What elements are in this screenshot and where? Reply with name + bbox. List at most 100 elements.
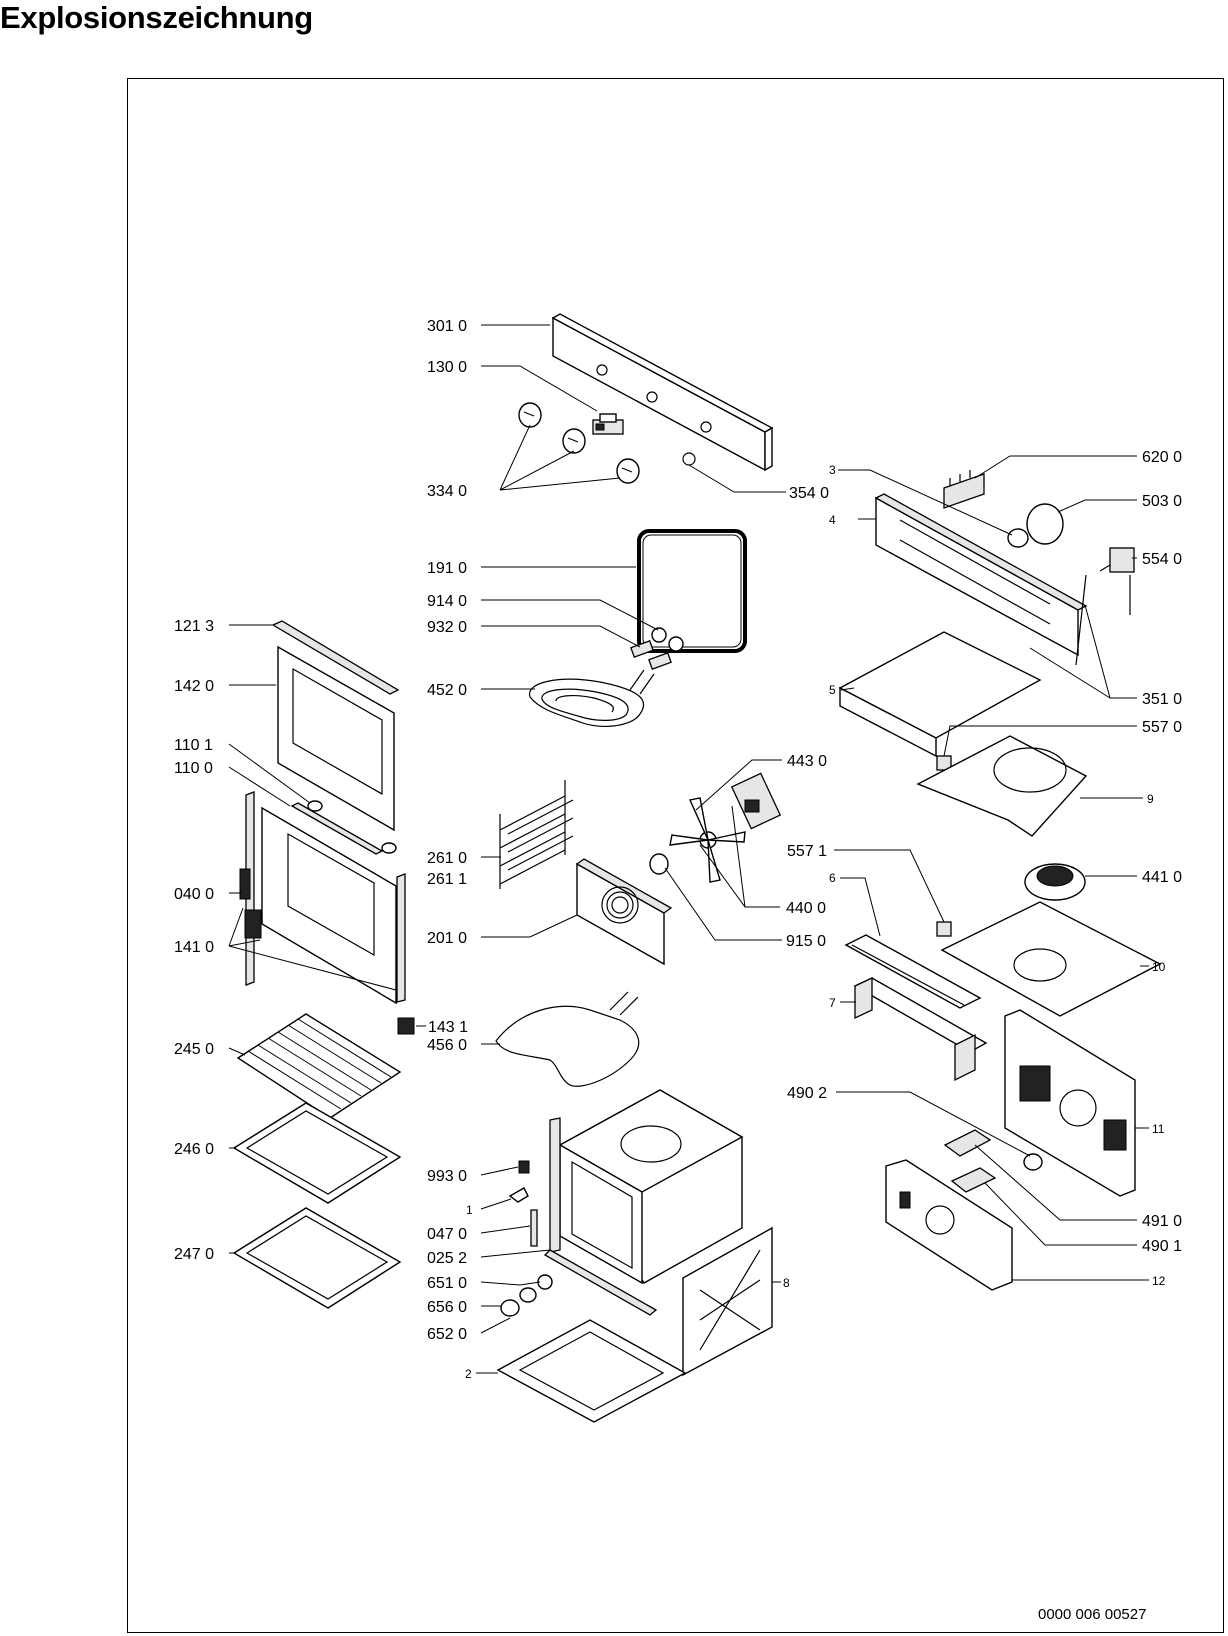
page-title: Explosionszeichnung <box>0 0 313 35</box>
switch-small <box>936 921 952 937</box>
label-201-0: 201 0 <box>427 930 467 947</box>
side-panel <box>682 1226 773 1377</box>
control-knobs <box>518 402 640 484</box>
door-hinge <box>397 1017 415 1035</box>
label-121-3: 121 3 <box>174 618 214 635</box>
label-557-0: 557 0 <box>1142 719 1182 736</box>
door-seal <box>637 529 747 653</box>
label-503-0: 503 0 <box>1142 493 1182 510</box>
label-441-0: 441 0 <box>1142 869 1182 886</box>
document-code: 0000 006 00527 <box>1038 1606 1147 1623</box>
label-490-2: 490 2 <box>787 1085 827 1102</box>
fan-motor <box>730 772 782 830</box>
label-334-0: 334 0 <box>427 483 467 500</box>
label-247-0: 247 0 <box>174 1246 214 1263</box>
label-142-0: 142 0 <box>174 678 214 695</box>
fan-nut <box>649 853 669 875</box>
bottom-plate <box>496 1319 687 1423</box>
fan-housing <box>916 735 1088 837</box>
label-651-0: 651 0 <box>427 1275 467 1292</box>
label-6: 6 <box>829 871 836 885</box>
mains-terminal <box>943 1129 997 1193</box>
label-040-0: 040 0 <box>174 886 214 903</box>
label-110-1: 110 1 <box>174 737 213 754</box>
bottom-heating-element <box>495 991 640 1087</box>
baking-tray <box>232 1102 402 1204</box>
label-12: 12 <box>1152 1274 1166 1288</box>
control-bracket <box>874 493 1088 657</box>
oven-cavity <box>543 1089 744 1316</box>
leader-lines <box>228 324 1149 1374</box>
label-993-0: 993 0 <box>427 1168 467 1185</box>
wire-shelf <box>236 1013 402 1119</box>
label-10: 10 <box>1152 960 1166 974</box>
label-7: 7 <box>829 996 836 1010</box>
label-490-1: 490 1 <box>1142 1238 1182 1255</box>
door-inner-glass <box>261 806 397 1005</box>
service-panel <box>885 1159 1013 1291</box>
top-cover <box>940 901 1162 1017</box>
selector-switch <box>592 413 624 435</box>
label-656-0: 656 0 <box>427 1299 467 1316</box>
label-047-0: 047 0 <box>427 1226 467 1243</box>
label-652-0: 652 0 <box>427 1326 467 1343</box>
rear-panel <box>1004 1009 1136 1197</box>
label-025-2: 025 2 <box>427 1250 467 1267</box>
door-outer-glass <box>277 645 395 832</box>
label-9: 9 <box>1147 792 1154 806</box>
label-351-0: 351 0 <box>1142 691 1182 708</box>
label-456-0: 456 0 <box>427 1037 467 1054</box>
rear-fan-cover <box>575 858 673 966</box>
timer-unit <box>1007 503 1064 548</box>
label-554-0: 554 0 <box>1142 551 1182 568</box>
label-261-1: 261 1 <box>427 871 467 888</box>
label-443-0: 443 0 <box>787 753 827 770</box>
label-11: 11 <box>1152 1122 1165 1136</box>
fan-blade <box>669 797 746 883</box>
deep-tray <box>232 1207 402 1309</box>
label-2: 2 <box>465 1367 472 1381</box>
label-130-0: 130 0 <box>427 359 467 376</box>
label-932-0: 932 0 <box>427 619 467 636</box>
top-heating-element <box>529 669 655 727</box>
label-4: 4 <box>829 513 836 527</box>
rod <box>1075 574 1087 666</box>
label-1: 1 <box>466 1203 473 1217</box>
label-191-0: 191 0 <box>427 560 467 577</box>
label-261-0: 261 0 <box>427 850 467 867</box>
label-557-1: 557 1 <box>787 843 827 860</box>
label-245-0: 245 0 <box>174 1041 214 1058</box>
lamp-holders <box>630 627 684 670</box>
label-440-0: 440 0 <box>786 900 826 917</box>
label-915-0: 915 0 <box>786 933 826 950</box>
label-354-0: 354 0 <box>789 485 829 502</box>
label-301-0: 301 0 <box>427 318 467 335</box>
cable-grommet <box>1023 1153 1043 1171</box>
label-143-1: 143 1 <box>428 1019 468 1036</box>
label-5: 5 <box>829 683 836 697</box>
thermostat <box>1099 547 1135 615</box>
control-panel-front <box>551 313 774 472</box>
diagram-frame <box>127 78 1224 1633</box>
label-914-0: 914 0 <box>427 593 467 610</box>
part-labels: 301 0 130 0 334 0 354 0 191 0 914 0 932 … <box>174 318 1182 1381</box>
terminal-block <box>943 470 985 509</box>
label-452-0: 452 0 <box>427 682 467 699</box>
door-handle-parts <box>290 800 397 855</box>
label-110-0: 110 0 <box>174 760 213 777</box>
small-fittings <box>500 1160 553 1317</box>
label-3: 3 <box>829 463 836 477</box>
side-rails <box>499 780 574 889</box>
label-620-0: 620 0 <box>1142 449 1182 466</box>
label-141-0: 141 0 <box>174 939 214 956</box>
label-491-0: 491 0 <box>1142 1213 1182 1230</box>
rear-bracket <box>853 976 988 1082</box>
label-8: 8 <box>783 1276 790 1290</box>
door-side-rails <box>239 791 406 1003</box>
front-strip <box>844 934 982 1009</box>
door-top-strip <box>271 620 400 695</box>
label-246-0: 246 0 <box>174 1141 214 1158</box>
cooling-duct <box>838 631 1042 758</box>
cooling-fan <box>1024 863 1086 901</box>
